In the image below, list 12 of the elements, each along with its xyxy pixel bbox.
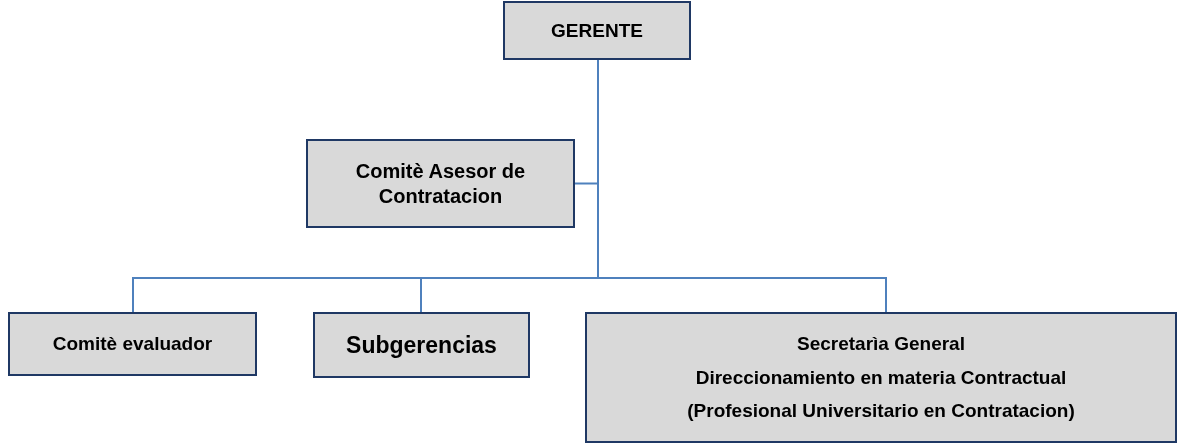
org-box (8, 312, 257, 376)
box-label: GERENTE (551, 18, 643, 43)
box-label: Direccionamiento en materia Contractual (695, 365, 1067, 390)
org-box (306, 139, 575, 228)
box-label: Comitè Asesor de Contratacion (354, 158, 527, 209)
org-box (313, 312, 530, 378)
box-label: Comitè evaluador (52, 332, 213, 356)
org-box (503, 1, 691, 60)
box-label: (Profesional Universitario en Contratacion) (687, 399, 1075, 424)
box-label: Secretarìa General (797, 331, 965, 356)
org-box (585, 312, 1177, 443)
box-label: Subgerencias (346, 330, 497, 360)
